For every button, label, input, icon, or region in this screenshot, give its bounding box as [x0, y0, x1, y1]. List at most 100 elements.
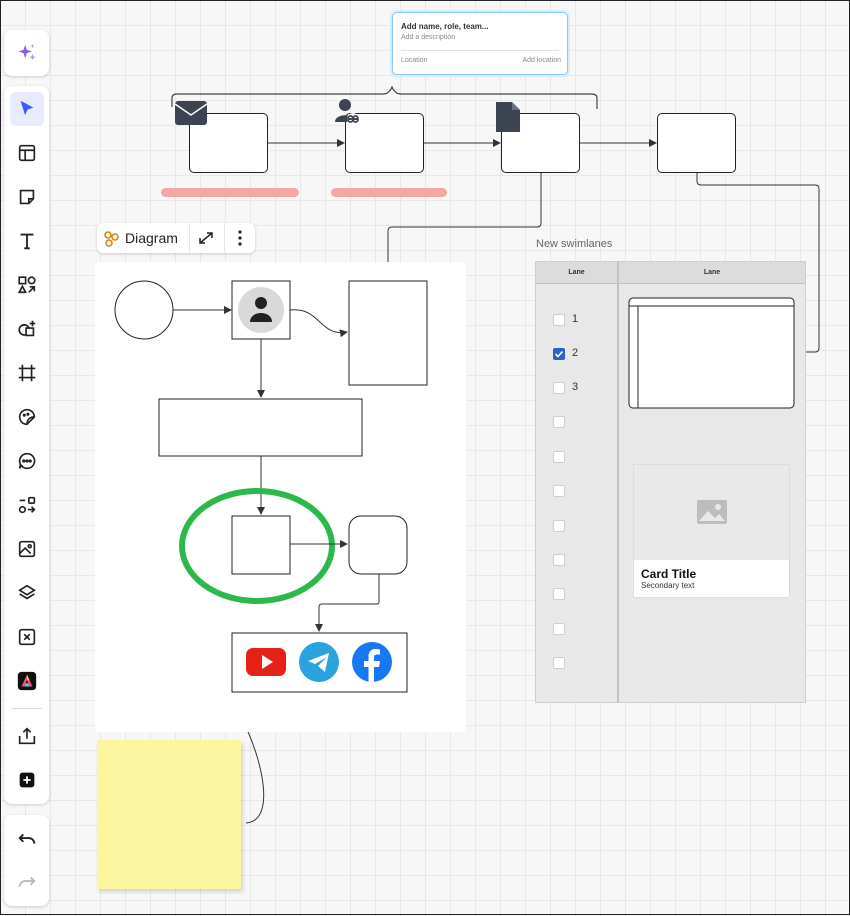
- green-highlight-ellipse[interactable]: [179, 488, 335, 604]
- checkbox[interactable]: [553, 520, 565, 532]
- person-card-popup[interactable]: Add name, role, team... Add a descriptio…: [392, 12, 568, 75]
- wide-box[interactable]: [158, 398, 363, 457]
- checkbox[interactable]: [553, 416, 565, 428]
- sticker-button[interactable]: [10, 400, 44, 434]
- facebook-icon[interactable]: [352, 642, 392, 682]
- connector: [315, 574, 380, 632]
- ai-assist-icon: [18, 43, 36, 61]
- more-options-button[interactable]: [231, 228, 249, 248]
- shapes-icon: [17, 276, 36, 294]
- redo-button[interactable]: [10, 865, 44, 899]
- layers-icon: [18, 584, 36, 600]
- checkbox-label: 2: [572, 347, 579, 359]
- templates-button[interactable]: [10, 136, 44, 170]
- diagram-frame-icon: [104, 231, 119, 247]
- popup-location-label: Location: [401, 57, 428, 64]
- popup-description[interactable]: Add a description: [401, 34, 456, 41]
- document-icon: [496, 102, 520, 132]
- add-shape-icon: [18, 320, 36, 337]
- checkbox[interactable]: [553, 623, 565, 635]
- avatar-body: [250, 313, 272, 322]
- checkbox-checked[interactable]: [553, 348, 565, 360]
- frame-button[interactable]: [10, 356, 44, 390]
- diagram-flow-button[interactable]: [10, 488, 44, 522]
- popup-add-location[interactable]: Add location: [522, 57, 561, 64]
- start-circle[interactable]: [114, 280, 174, 340]
- avatar-head: [255, 297, 267, 309]
- checkbox-label: 3: [572, 381, 579, 393]
- diagram-frame-toolbar: Diagram: [97, 223, 255, 253]
- add-more-button[interactable]: [10, 763, 44, 797]
- card-title: Card Title: [641, 567, 697, 581]
- layers-button[interactable]: [10, 576, 44, 610]
- card-secondary-text: Secondary text: [641, 581, 695, 590]
- checkbox[interactable]: [553, 657, 565, 669]
- user-link-icon: [335, 99, 359, 125]
- add-shape-button[interactable]: [10, 312, 44, 346]
- diagram-frame-name[interactable]: Diagram: [125, 230, 178, 246]
- flow-box-2[interactable]: [345, 113, 424, 173]
- undo-button[interactable]: [10, 822, 44, 856]
- checkbox[interactable]: [553, 314, 565, 326]
- checkbox-label: 1: [572, 313, 579, 325]
- youtube-icon[interactable]: [246, 647, 286, 677]
- swimlane-frame-card[interactable]: [628, 297, 796, 411]
- telegram-icon[interactable]: [299, 642, 339, 682]
- pink-bar: [161, 188, 299, 197]
- checkbox[interactable]: [553, 382, 565, 394]
- toolbar-ai-card: [4, 30, 49, 76]
- comment-icon: [18, 452, 36, 470]
- tall-box[interactable]: [348, 280, 428, 386]
- app-logo-icon: [17, 671, 37, 691]
- mail-icon: [174, 101, 208, 125]
- connector: [289, 309, 348, 338]
- text-icon: [20, 233, 34, 250]
- pink-bar: [331, 188, 447, 197]
- checkbox[interactable]: [553, 485, 565, 497]
- lane-header-1[interactable]: Lane: [536, 262, 617, 284]
- popup-title[interactable]: Add name, role, team...: [401, 22, 489, 31]
- comment-button[interactable]: [10, 444, 44, 478]
- diagram-flow-icon: [18, 496, 36, 514]
- image-placeholder-icon: [697, 500, 727, 524]
- expand-button[interactable]: [195, 228, 217, 248]
- ai-assist-button[interactable]: [10, 36, 44, 70]
- toolbar-history-card: [4, 815, 49, 906]
- close-box-button[interactable]: [10, 620, 44, 654]
- sticker-icon: [18, 408, 36, 426]
- upload-icon: [18, 727, 36, 745]
- toolbar-separator: [12, 708, 42, 709]
- select-tool-button[interactable]: [10, 92, 44, 126]
- templates-icon: [18, 144, 36, 162]
- lane-header-2[interactable]: Lane: [619, 262, 805, 284]
- add-more-icon: [19, 772, 35, 788]
- swimlanes-title[interactable]: New swimlanes: [536, 238, 613, 250]
- app-logo-button[interactable]: [10, 664, 44, 698]
- checkbox[interactable]: [553, 451, 565, 463]
- sticky-note-button[interactable]: [10, 180, 44, 214]
- rounded-box[interactable]: [348, 515, 408, 575]
- connector: [384, 173, 542, 281]
- popup-divider: [401, 50, 559, 51]
- text-button[interactable]: [10, 224, 44, 258]
- redo-icon: [18, 876, 36, 887]
- toolbar-main-card: [4, 86, 49, 804]
- upload-button[interactable]: [10, 719, 44, 753]
- checkbox[interactable]: [553, 554, 565, 566]
- select-cursor-icon: [20, 100, 34, 116]
- flow-box-4[interactable]: [657, 113, 736, 173]
- card-image-placeholder: [634, 465, 789, 560]
- small-box[interactable]: [231, 515, 291, 575]
- avatar-circle: [238, 287, 284, 333]
- group-brace: [171, 85, 598, 109]
- shapes-button[interactable]: [10, 268, 44, 302]
- sticky-note[interactable]: [97, 740, 241, 889]
- sticky-note-icon: [19, 189, 35, 205]
- checkbox[interactable]: [553, 588, 565, 600]
- undo-icon: [18, 833, 36, 844]
- lane-divider: [617, 262, 619, 702]
- content-card[interactable]: Card Title Secondary text: [633, 464, 790, 598]
- image-button[interactable]: [10, 532, 44, 566]
- frame-toolbar-divider: [189, 223, 190, 253]
